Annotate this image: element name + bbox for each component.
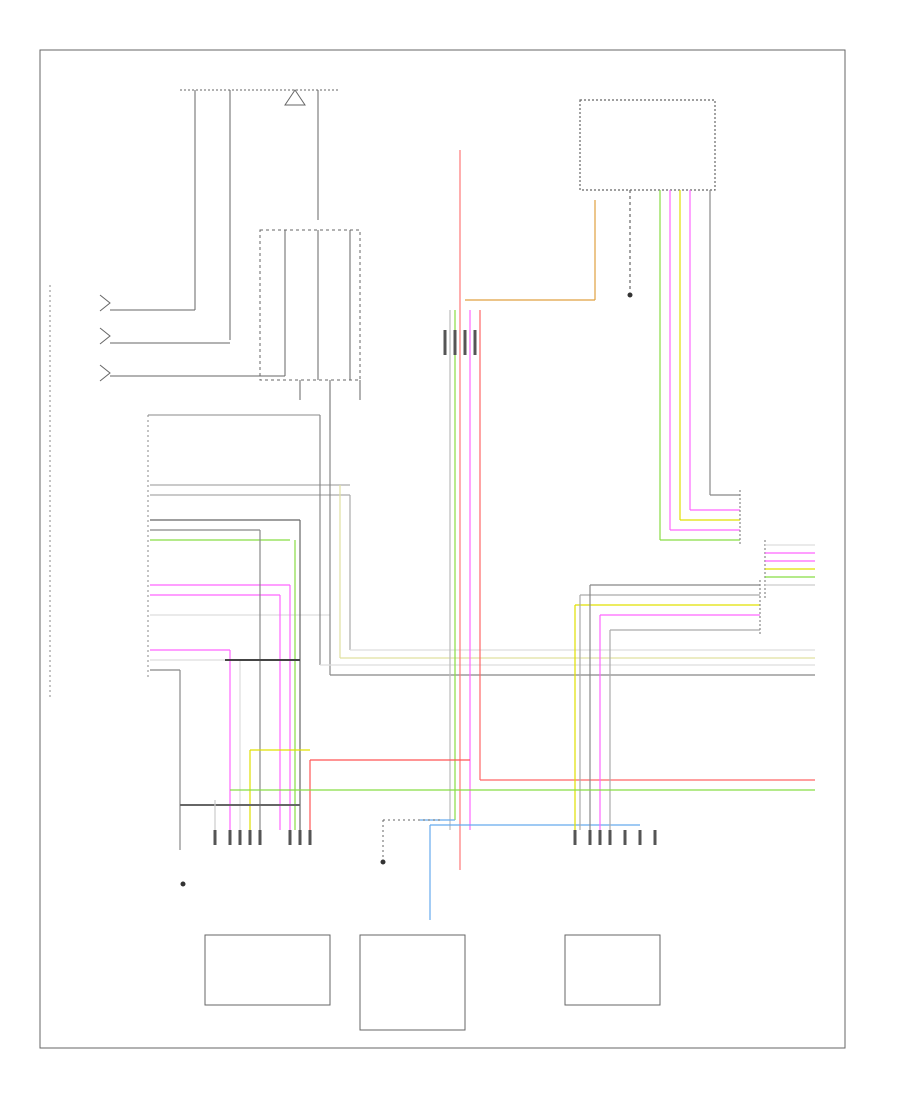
ground-symbols: [180, 292, 633, 887]
ground-g1: [627, 292, 633, 298]
bottom-left-module: [204, 934, 331, 1006]
radio-module: [49, 285, 320, 700]
bus-wires: [319, 415, 815, 676]
ground-g2: [180, 881, 186, 887]
bottom-right-module: [564, 934, 661, 1006]
ground-g3: [380, 859, 386, 865]
bottom-modules: [204, 819, 661, 1031]
antenna-section: [99, 89, 361, 430]
right-connector-block: [574, 540, 815, 830]
bottom-pin-stubs: [213, 330, 657, 845]
diagram-frame: [39, 49, 846, 1049]
top-right-module: [579, 99, 741, 545]
radio-wires: [150, 484, 350, 671]
bottom-center-module: [359, 934, 466, 1031]
center-wires: [420, 150, 815, 920]
lower-left-wires: [179, 520, 815, 850]
